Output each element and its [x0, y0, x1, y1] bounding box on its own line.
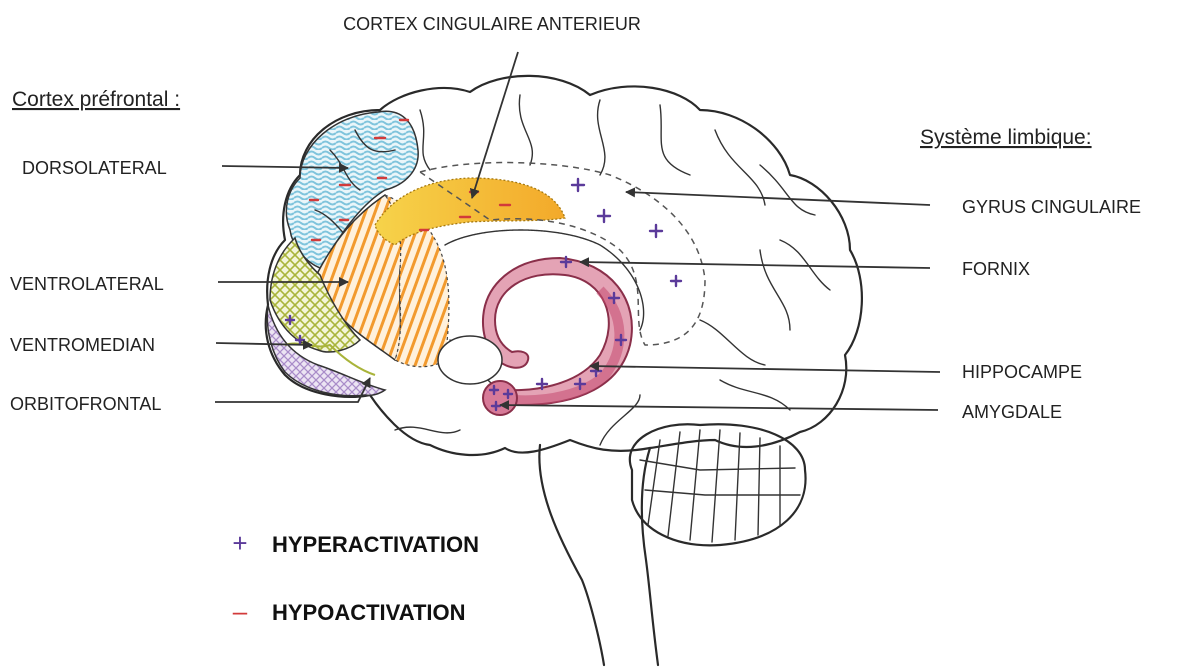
region-amygdale	[483, 381, 517, 415]
label-cortex-cingulaire-anterieur: CORTEX CINGULAIRE ANTERIEUR	[343, 14, 641, 34]
legend: + HYPERACTIVATION – HYPOACTIVATION	[232, 528, 479, 626]
heading-systeme-limbique: Système limbique:	[920, 126, 1092, 149]
legend-hyperactivation: HYPERACTIVATION	[272, 532, 479, 557]
heading-cortex-prefrontal: Cortex préfrontal :	[12, 88, 180, 111]
sulci	[395, 95, 830, 445]
label-dorsolateral: DORSOLATERAL	[22, 158, 167, 178]
legend-hyper-symbol: +	[232, 528, 247, 558]
label-orbitofrontal: ORBITOFRONTAL	[10, 394, 161, 414]
label-gyrus-cingulaire: GYRUS CINGULAIRE	[962, 197, 1141, 217]
label-hippocampe: HIPPOCAMPE	[962, 362, 1082, 382]
thalamus	[438, 336, 502, 384]
label-ventromedian: VENTROMEDIAN	[10, 335, 155, 355]
label-ventrolateral: VENTROLATERAL	[10, 274, 164, 294]
label-fornix: FORNIX	[962, 259, 1030, 279]
legend-hypoactivation: HYPOACTIVATION	[272, 600, 466, 625]
label-amygdale: AMYGDALE	[962, 402, 1062, 422]
legend-hypo-symbol: –	[233, 596, 248, 626]
